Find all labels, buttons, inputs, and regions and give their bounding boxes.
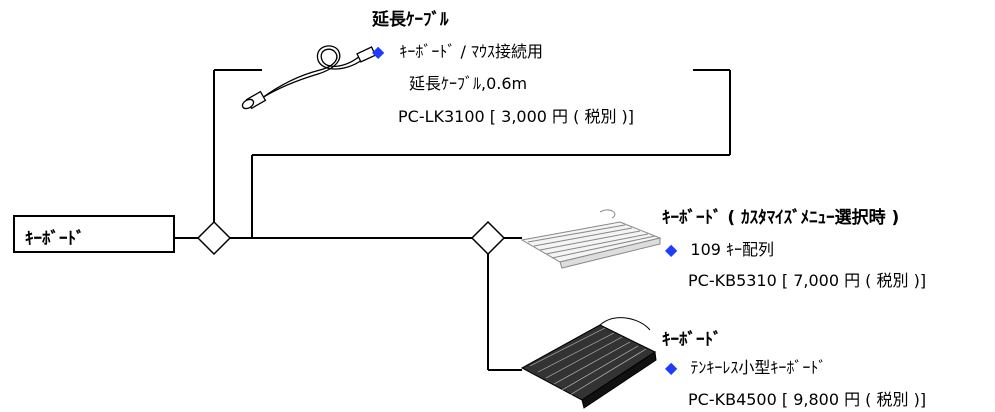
junction-diamond-1 [196,220,232,256]
product-desc-keyboard-compact: ◆ ﾃﾝｷｰﾚｽ小型ｷｰﾎﾞｰﾄﾞ [665,358,827,377]
product-model-keyboard-custom: PC-KB5310 [ 7,000 円 ( 税別 )] [688,271,927,290]
product-desc-keyboard-custom: ◆ 109 ｷｰ配列 [665,240,775,259]
junction-diamond-2 [470,220,506,256]
root-label: ｷｰﾎﾞｰﾄﾞ [25,229,85,249]
product-title-keyboard-custom: ｷｰﾎﾞｰﾄﾞ ( ｶｽﾀﾏｲｽﾞﾒﾆｭｰ選択時 ) [662,208,900,228]
root-node: ｷｰﾎﾞｰﾄﾞ [13,215,175,253]
keyboard-image [520,209,662,269]
bullet-diamond-icon: ◆ [665,240,678,259]
product-model-cable: PC-LK3100 [ 3,000 円 ( 税別 )] [398,107,635,126]
cable-image [241,45,377,110]
product-model-keyboard-compact: PC-KB4500 [ 9,800 円 ( 税別 )] [688,390,927,409]
bullet-diamond-icon: ◆ [665,358,678,377]
product-desc-cable-2: 延長ｹｰﾌﾞﾙ,0.6m [409,74,528,93]
product-desc-cable-1: ◆ ｷｰﾎﾞｰﾄﾞ / ﾏｳｽ接続用 [372,42,543,61]
product-title-keyboard-compact: ｷｰﾎﾞｰﾄﾞ [662,330,722,350]
compact-keyboard-image [520,317,657,409]
bullet-diamond-icon: ◆ [372,42,385,61]
product-title-cable: 延長ｹｰﾌﾞﾙ [372,10,449,30]
